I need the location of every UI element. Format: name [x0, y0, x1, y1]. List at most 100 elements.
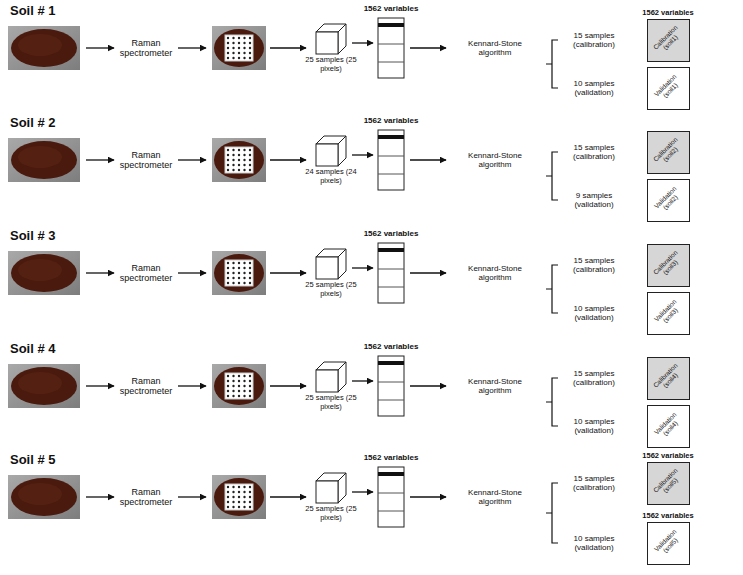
- box-text: Calibration (soil1): [650, 22, 686, 58]
- calibration-count: 15 samples (calibration): [561, 143, 627, 161]
- flow-arrow: [270, 496, 306, 497]
- soil-photo: [8, 138, 80, 182]
- calibration-box: Calibration (soil3): [647, 244, 690, 287]
- box-text: Validation (soil3): [650, 295, 686, 331]
- validation-box: Validation (soil4): [647, 405, 690, 448]
- split-bracket: [546, 378, 558, 426]
- spectra-matrix: [378, 356, 404, 416]
- mapping-grid-photo: [212, 364, 266, 408]
- row-illustration: [8, 467, 558, 543]
- data-cube: [316, 136, 346, 166]
- flow-arrow: [352, 380, 373, 381]
- samples-label: 24 samples (24 pixels): [299, 168, 363, 185]
- algorithm-label: Kennard-Stone algorithm: [451, 488, 539, 506]
- flow-arrow: [410, 385, 446, 386]
- split-bracket: [546, 152, 558, 200]
- flow-arrow: [178, 159, 206, 160]
- data-cube: [316, 24, 346, 54]
- algorithm-label: Kennard-Stone algorithm: [451, 151, 539, 169]
- variables-label: 1562 variables: [631, 9, 705, 18]
- samples-label: 25 samples (25 pixels): [299, 281, 363, 298]
- box-text: Calibration (soil5): [650, 465, 686, 501]
- validation-box: Validation (soil2): [647, 179, 690, 222]
- flow-arrow: [86, 385, 114, 386]
- data-cube: [316, 473, 346, 503]
- validation-count: 10 samples (validation): [561, 534, 627, 552]
- validation-count: 9 samples (validation): [561, 191, 627, 209]
- instrument-label: Raman spectrometer: [115, 487, 177, 508]
- instrument-label: Raman spectrometer: [115, 376, 177, 397]
- split-bracket: [546, 40, 558, 88]
- validation-count: 10 samples (validation): [561, 417, 627, 435]
- soil-title: Soil # 4: [10, 342, 100, 357]
- algorithm-label: Kennard-Stone algorithm: [451, 264, 539, 282]
- soil-photo: [8, 251, 80, 295]
- flow-arrow: [86, 272, 114, 273]
- mapping-grid-photo: [212, 26, 266, 70]
- row-illustration: [8, 130, 558, 200]
- box-text: Calibration (soil4): [650, 360, 686, 396]
- calibration-box: Calibration (soil4): [647, 357, 690, 400]
- flow-arrow: [352, 267, 373, 268]
- calibration-box: Calibration (soil2): [647, 131, 690, 174]
- flow-arrow: [270, 47, 306, 48]
- flow-arrow: [86, 159, 114, 160]
- flow-arrow: [270, 385, 306, 386]
- mapping-grid-photo: [212, 251, 266, 295]
- variables-label: 1562 variables: [631, 452, 705, 461]
- validation-box: Validation (soil5): [647, 522, 690, 565]
- soil-title: Soil # 1: [10, 4, 100, 19]
- box-text: Validation (soil5): [650, 525, 686, 561]
- box-text: Validation (soil2): [650, 182, 686, 218]
- row-illustration: [8, 243, 558, 313]
- calibration-box: Calibration (soil5): [647, 462, 690, 505]
- calibration-count: 15 samples (calibration): [561, 369, 627, 387]
- validation-count: 10 samples (validation): [561, 304, 627, 322]
- calibration-count: 15 samples (calibration): [561, 31, 627, 49]
- variables-label: 1562 variables: [354, 116, 428, 125]
- data-cube: [316, 249, 346, 279]
- soil-title: Soil # 3: [10, 229, 100, 244]
- flow-arrow: [86, 496, 114, 497]
- variables-label: 1562 variables: [354, 4, 428, 13]
- samples-label: 25 samples (25 pixels): [299, 56, 363, 73]
- validation-count: 10 samples (validation): [561, 79, 627, 97]
- row-illustration: [8, 356, 558, 426]
- samples-label: 25 samples (25 pixels): [299, 505, 363, 522]
- spectra-matrix: [378, 18, 404, 78]
- calibration-count: 15 samples (calibration): [561, 256, 627, 274]
- flow-arrow: [178, 47, 206, 48]
- instrument-label: Raman spectrometer: [115, 38, 177, 59]
- flow-arrow: [410, 496, 446, 497]
- split-bracket: [546, 265, 558, 313]
- flow-arrow: [410, 159, 446, 160]
- row-illustration: [8, 18, 558, 88]
- flow-arrow: [352, 154, 373, 155]
- mapping-grid-photo: [212, 475, 266, 519]
- flow-arrow: [352, 42, 373, 43]
- flow-arrow: [178, 385, 206, 386]
- flow-arrow: [410, 47, 446, 48]
- box-text: Validation (soil4): [650, 408, 686, 444]
- flow-arrow: [86, 47, 114, 48]
- data-cube: [316, 362, 346, 392]
- soil-title: Soil # 2: [10, 116, 100, 131]
- flow-arrow: [178, 272, 206, 273]
- flow-arrow: [352, 491, 373, 492]
- flow-arrow: [410, 272, 446, 273]
- split-bracket: [546, 483, 558, 543]
- mapping-grid-photo: [212, 138, 266, 182]
- variables-label: 1562 variables: [354, 342, 428, 351]
- soil-photo: [8, 26, 80, 70]
- box-text: Calibration (soil2): [650, 134, 686, 170]
- spectra-matrix: [378, 467, 404, 527]
- flow-arrow: [270, 272, 306, 273]
- instrument-label: Raman spectrometer: [115, 150, 177, 171]
- soil-title: Soil # 5: [10, 453, 100, 468]
- box-text: Calibration (soil3): [650, 247, 686, 283]
- soil-photo: [8, 364, 80, 408]
- variables-label: 1562 variables: [354, 453, 428, 462]
- variables-label: 1562 variables: [631, 512, 705, 521]
